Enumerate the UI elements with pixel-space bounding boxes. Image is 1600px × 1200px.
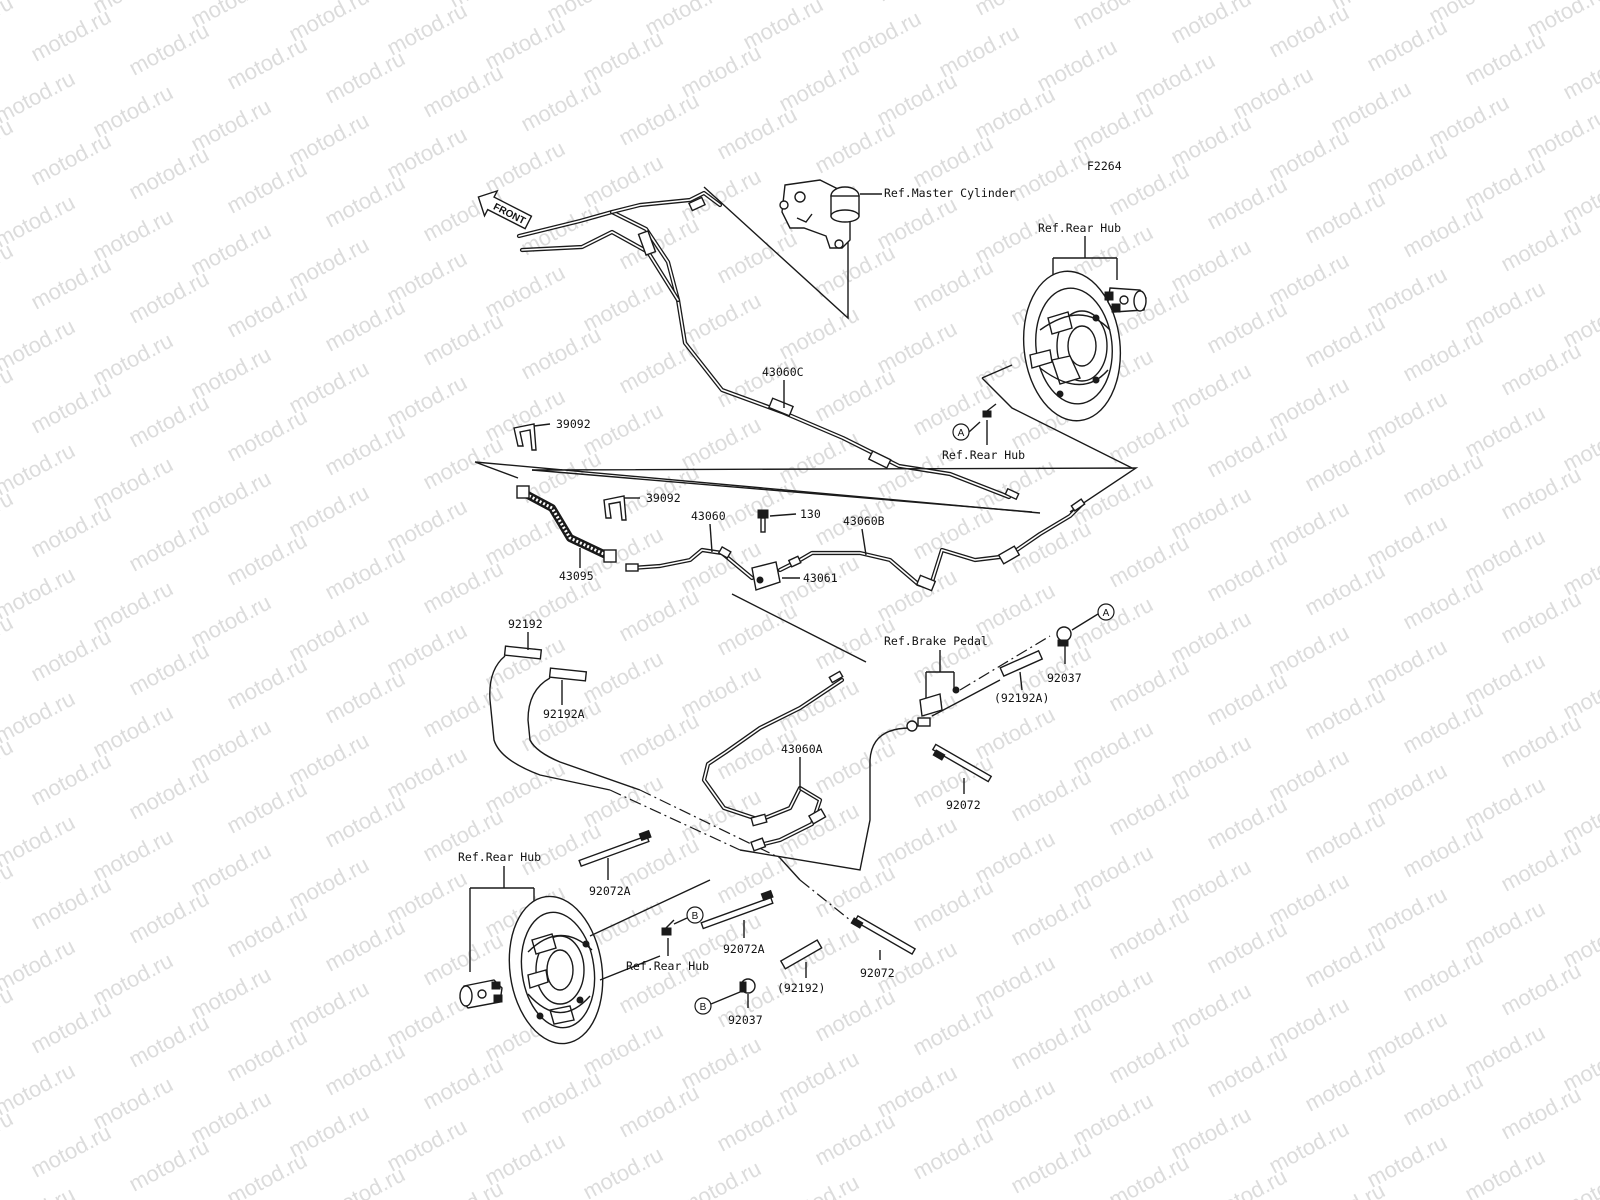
brake-joint-43061-icon [751,561,781,591]
brake-pipe-43060A [701,670,845,852]
callout-ref-rear-hub-top: Ref.Rear Hub [1038,221,1121,235]
part-label-43060: 43060 [691,509,726,523]
marker-B-top: B [692,911,699,922]
bleeder-valve-bottom-icon [661,919,675,936]
cable-tie-92072-bottom-icon [850,914,917,956]
marker-B-bottom: B [700,1002,707,1013]
part-label-92072A-left: 92072A [589,884,631,898]
part-label-43060B: 43060B [843,514,885,528]
part-label-92037-bottom: 92037 [728,1013,763,1027]
brake-pipe-43060C [516,190,1012,500]
part-label-43060A: 43060A [781,742,823,756]
part-label-92072-right: 92072 [946,798,981,812]
brake-pipe-43060 [625,545,755,581]
rear-brake-drum-top-icon [1022,270,1122,422]
wheel-cylinder-top-icon [1104,287,1147,313]
part-label-92192A: 92192A [543,707,585,721]
part-label-92072-bottom: 92072 [860,966,895,980]
callout-ref-master-cylinder: Ref.Master Cylinder [884,186,1016,200]
cable-tie-92072A-mid-icon [700,889,774,930]
bolt-130-icon [757,509,769,533]
cable-tie-92072A-left-icon [578,829,652,868]
sleeve-92192-icon [503,645,588,682]
callout-ref-rear-hub-bottom: Ref.Rear Hub [626,959,709,973]
marker-A-top: A [958,428,965,439]
sleeve-92192-bottom-icon [779,939,823,970]
part-label-43095: 43095 [559,569,594,583]
part-label-92192A-paren: (92192A) [994,691,1049,705]
brake-pedal-bracket-icon [906,686,960,732]
master-cylinder-icon [779,179,860,249]
brake-hose-43095 [516,485,617,563]
part-label-92192: 92192 [508,617,543,631]
callout-ref-rear-hub-left: Ref.Rear Hub [458,850,541,864]
callout-ref-brake-pedal: Ref.Brake Pedal [884,634,988,648]
part-label-43060C: 43060C [762,365,804,379]
part-label-92072A-mid: 92072A [723,942,765,956]
marker-A-right: A [1103,608,1110,619]
wheel-cylinder-bottom-icon [459,979,503,1009]
part-label-92192-paren: (92192) [777,981,825,995]
callout-ref-rear-hub-mid: Ref.Rear Hub [942,448,1025,462]
diagram-id: F2264 [1087,159,1122,173]
clip-39092-a-icon [513,423,537,451]
front-arrow-icon: FRONT [477,189,533,230]
cable-tie-92072-right-icon [931,743,993,783]
clamp-92037-bottom-icon [739,978,756,994]
part-label-39092-b: 39092 [646,491,681,505]
part-label-39092-a: 39092 [556,417,591,431]
clamp-92037-top-icon [1056,626,1072,647]
clip-39092-b-icon [603,495,627,521]
part-label-92037-top: 92037 [1047,671,1082,685]
brake-pipe-43060B [777,487,1086,592]
bleeder-valve-top-icon [982,403,997,418]
part-label-130: 130 [800,507,821,521]
sleeve-92192A-right-icon [999,649,1044,678]
rear-brake-drum-bottom-icon [508,895,604,1045]
part-label-43061: 43061 [803,571,838,585]
